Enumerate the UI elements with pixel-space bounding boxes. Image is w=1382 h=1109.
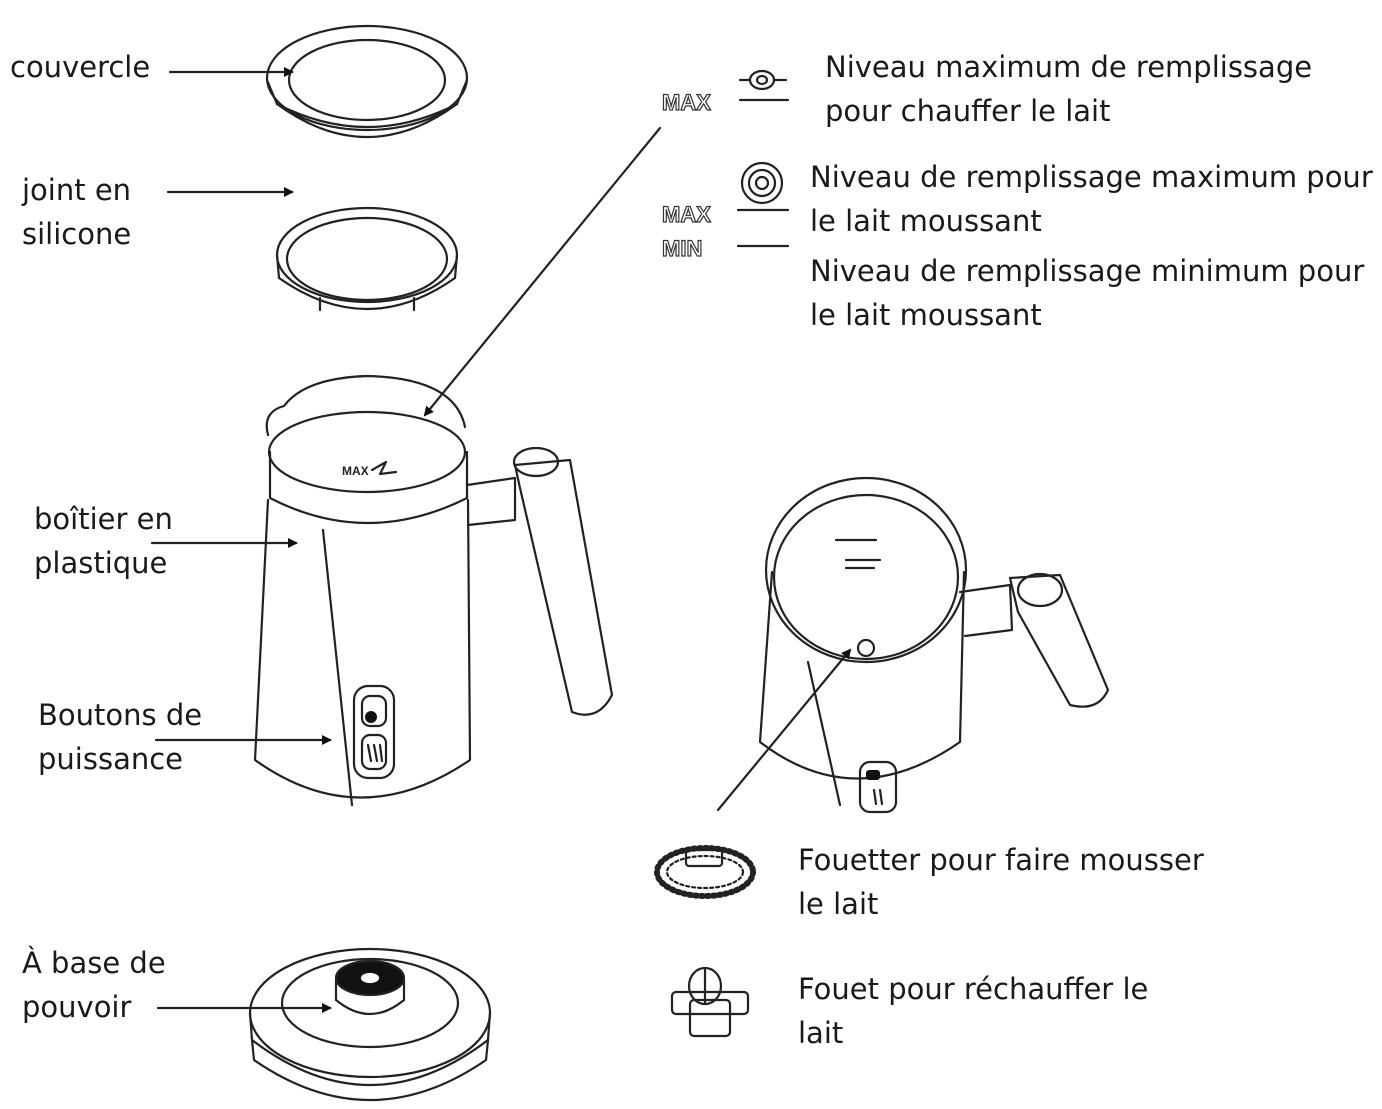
callout-arrows [150, 67, 852, 1013]
heat-whisk-icon [670, 966, 750, 1038]
lid-drawing [265, 24, 469, 138]
max-froth-symbol [736, 161, 790, 212]
max-froth-mark: MAX [662, 202, 711, 227]
pitcher-max-mark: MAX [342, 464, 369, 478]
small-pitcher-drawing [758, 476, 1110, 814]
min-froth-mark: MIN [662, 236, 702, 261]
power-base-drawing [248, 947, 492, 1101]
lid-label: couvercle [10, 50, 151, 84]
max-heat-mark: MAX [662, 90, 711, 115]
froth-whisk-icon [654, 845, 756, 899]
gasket-drawing [275, 206, 459, 312]
max-heat-symbol [738, 69, 790, 102]
